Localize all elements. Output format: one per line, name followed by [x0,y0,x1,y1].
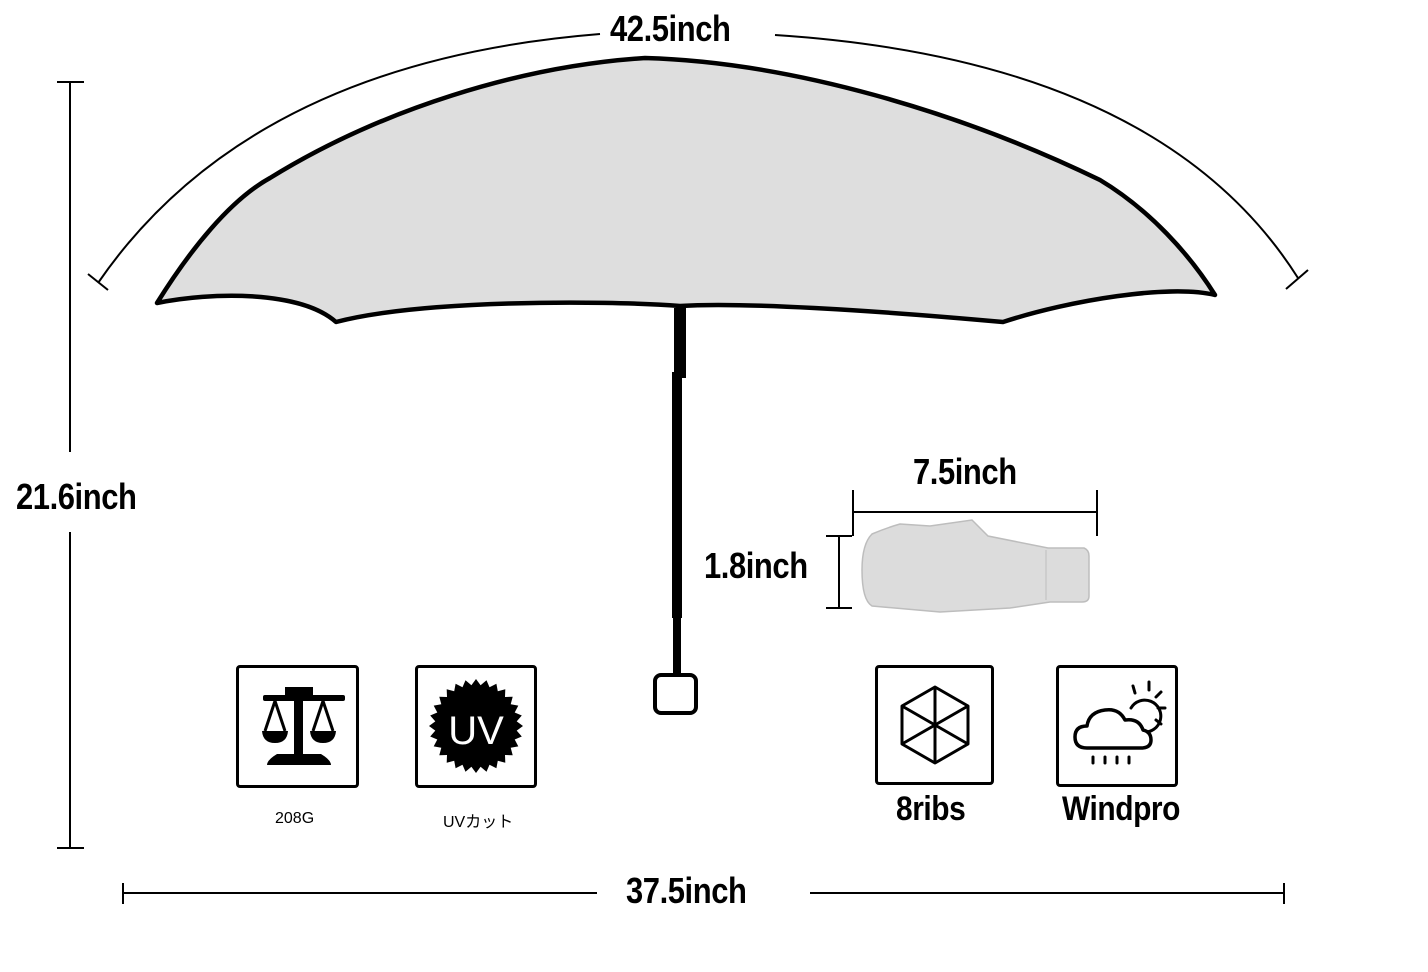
arc-length-label: 42.5inch [610,8,731,49]
arc-end-tick-right [1285,269,1309,290]
umbrella-shaft [672,372,682,618]
arc-dimension-line [774,34,1299,279]
uv-badge-text: UV [448,709,504,753]
folded-length-label: 7.5inch [913,451,1017,492]
windpro-caption: Windpro [1062,790,1180,828]
width-label: 37.5inch [626,870,747,911]
ribs-caption: 8ribs [896,790,966,828]
folded-diameter-label: 1.8inch [704,545,808,586]
cloud-shape [1073,707,1153,750]
height-label: 21.6inch [16,476,137,517]
arc-end-tick-left [87,273,109,291]
weather-cloud-sun-icon [1073,680,1167,765]
weight-feature-box [236,665,359,788]
weight-caption: 208G [275,810,315,827]
ribs-feature-box [875,665,994,785]
umbrella-canopy [154,55,1218,325]
umbrella-handle [653,673,698,715]
uv-badge-icon: UV [429,679,523,773]
arc-dimension-line [97,33,601,284]
folded-umbrella [861,519,1090,613]
uv-caption: UVカット [443,814,514,831]
windpro-feature-box [1056,665,1178,787]
umbrella-shaft-lower [673,614,681,678]
umbrella-shaft [674,308,686,378]
uv-feature-box: UV [415,665,537,788]
balance-scale-icon [262,687,345,765]
hexagon-ribs-icon [900,685,970,765]
